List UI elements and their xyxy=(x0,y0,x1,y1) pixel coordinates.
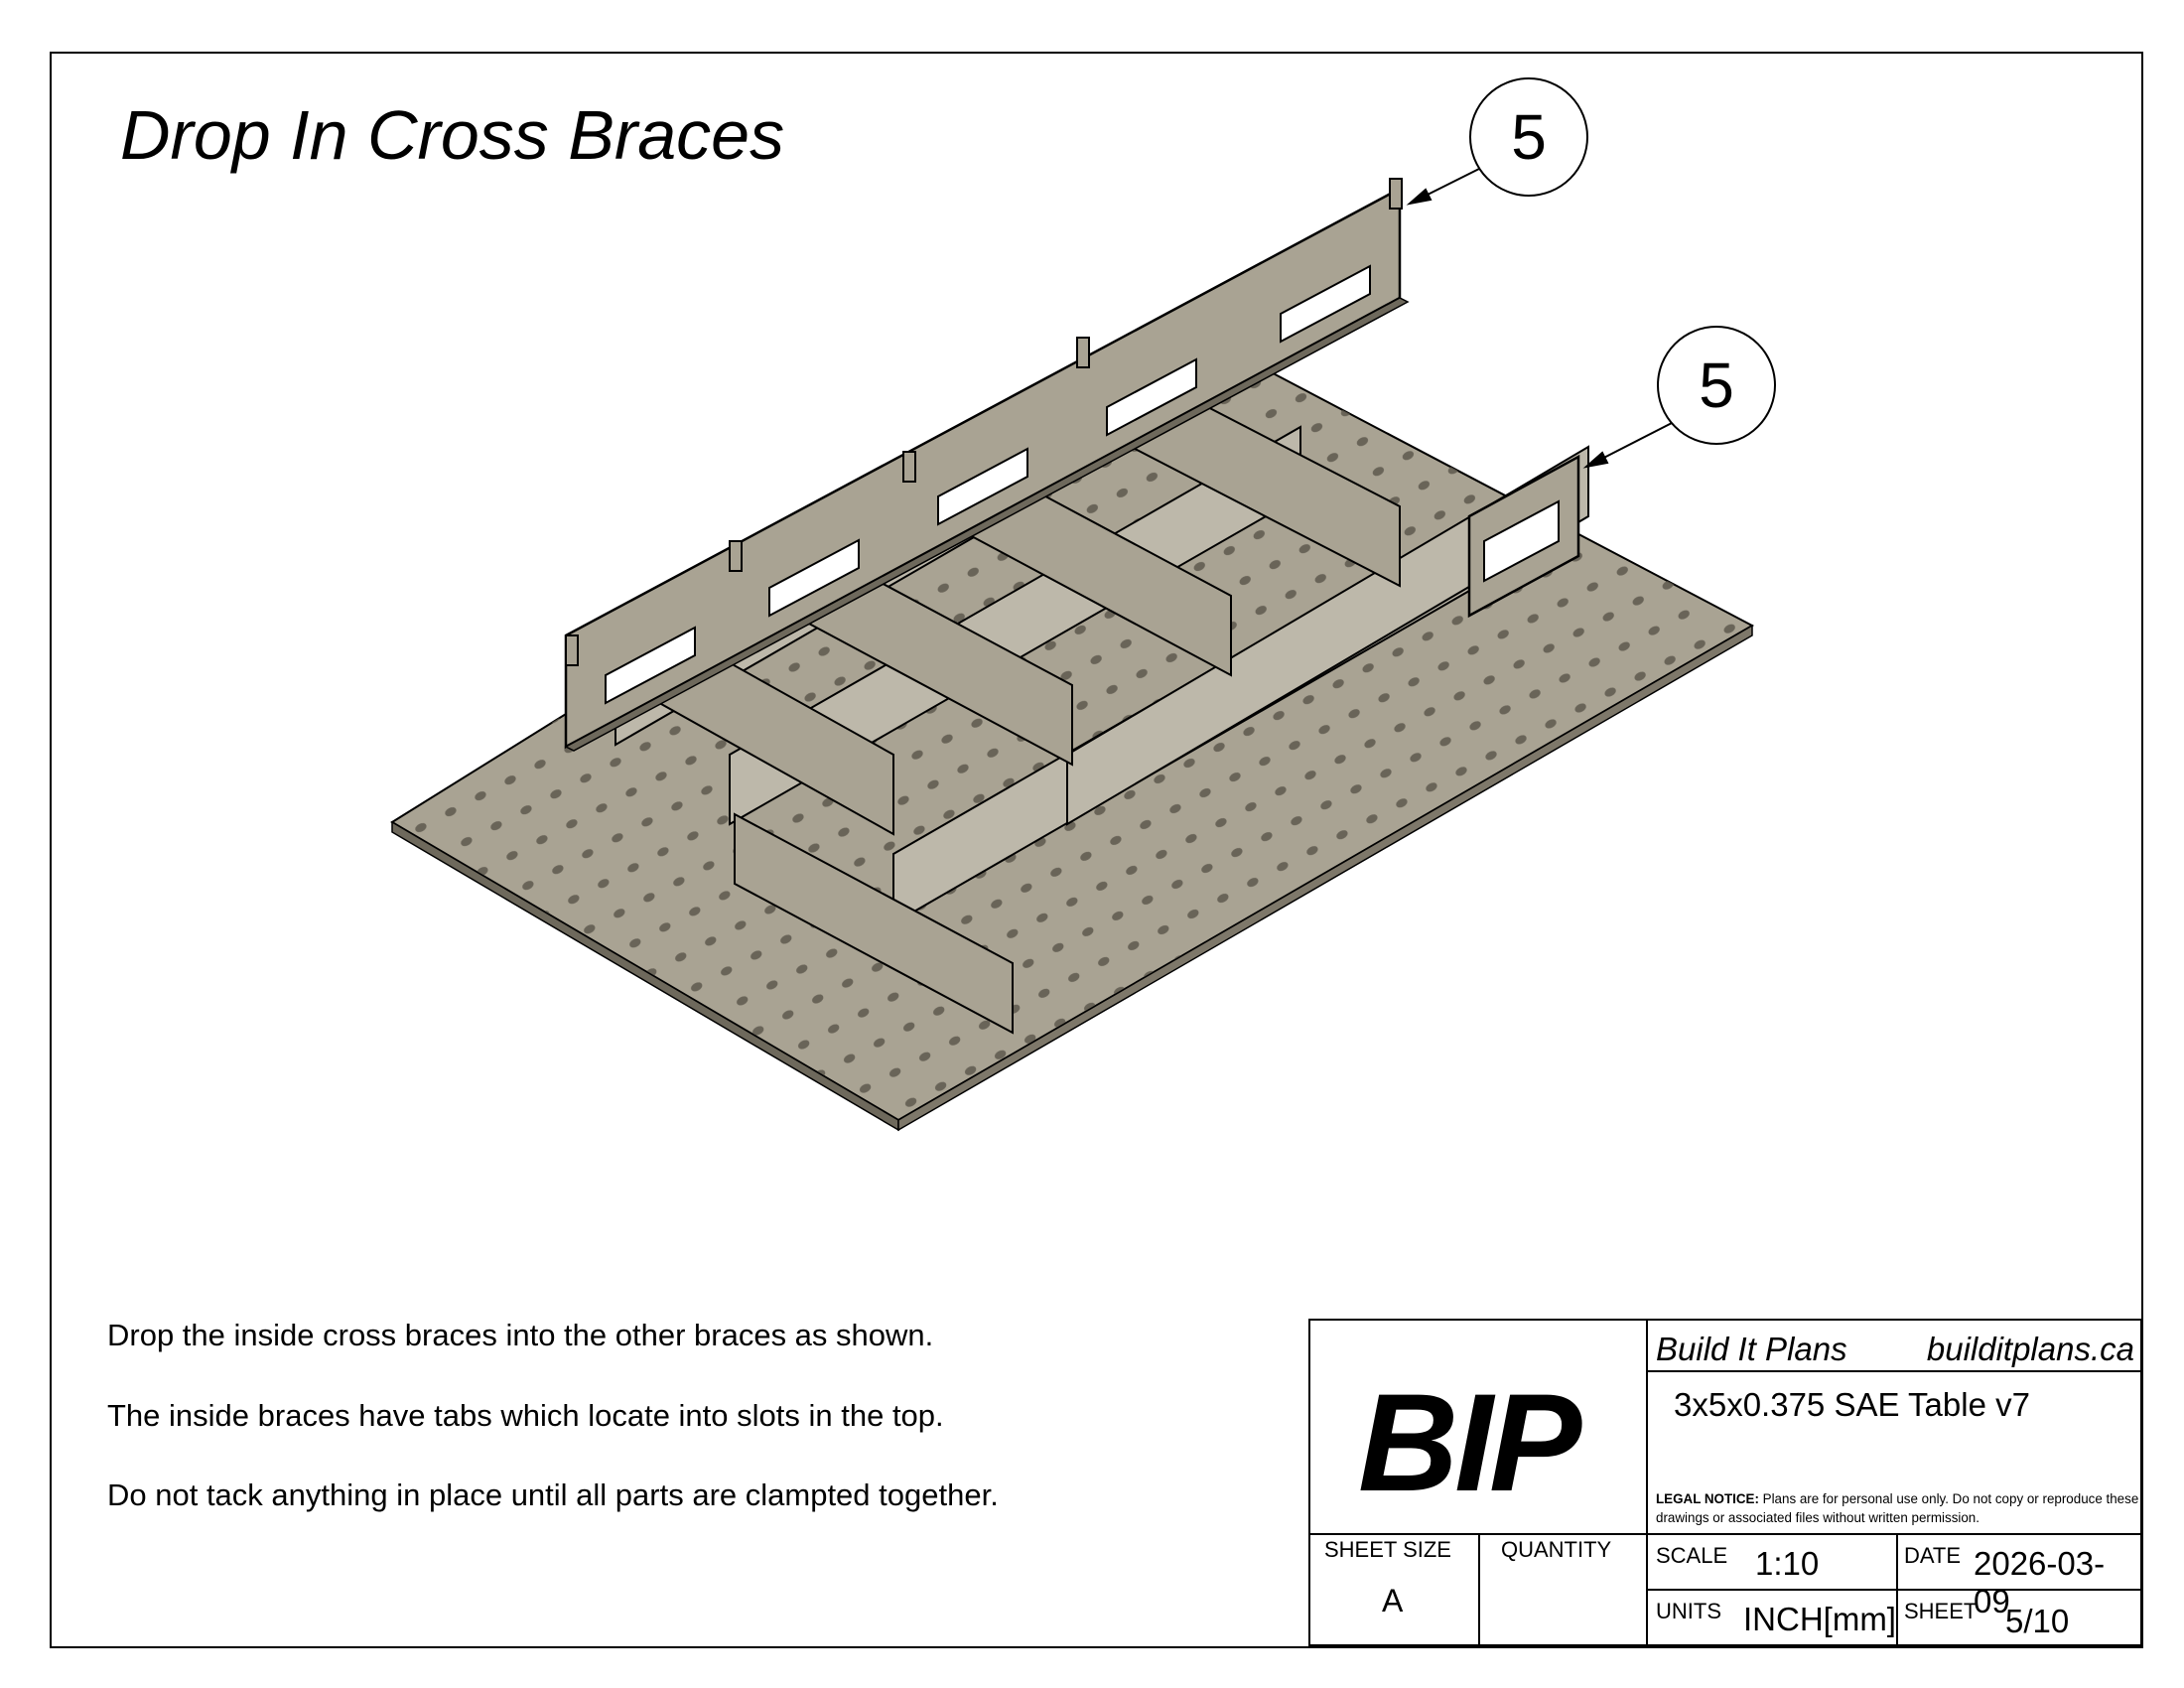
company-website: builditplans.ca xyxy=(1926,1331,2134,1367)
drawing-title: Drop In Cross Braces xyxy=(120,96,785,174)
date-label: DATE xyxy=(1904,1543,1962,1568)
sheet-label: SHEET xyxy=(1904,1599,1978,1623)
drawing-frame xyxy=(50,52,2143,1648)
title-block: BIP Build It Plans builditplans.ca 3x5x0… xyxy=(1308,1319,2142,1646)
quantity-label: QUANTITY xyxy=(1501,1537,1612,1562)
callout-leaders xyxy=(1406,163,1675,469)
scale-value: 1:10 xyxy=(1755,1545,1820,1582)
isometric-assembly-drawing xyxy=(390,163,1755,1132)
instruction-note: The inside braces have tabs which locate… xyxy=(107,1398,944,1433)
legal-notice: LEGAL NOTICE: Plans are for personal use… xyxy=(1656,1489,2142,1527)
legal-notice-text: Plans are for personal use only. Do not … xyxy=(1656,1491,2139,1525)
instruction-note: Do not tack anything in place until all … xyxy=(107,1477,999,1512)
part-callout-top: 5 xyxy=(1469,77,1588,197)
sheet-size-label: SHEET SIZE xyxy=(1324,1537,1451,1562)
scale-label: SCALE xyxy=(1656,1543,1728,1568)
part-callout-right: 5 xyxy=(1657,326,1776,445)
drop-in-cross-brace-right xyxy=(1467,454,1580,619)
drop-in-cross-brace-top xyxy=(564,178,1410,752)
sheet-value: 5/10 xyxy=(2005,1603,2070,1639)
company-name: Build It Plans xyxy=(1656,1331,1847,1367)
product-name: 3x5x0.375 SAE Table v7 xyxy=(1674,1386,2030,1423)
legal-notice-label: LEGAL NOTICE: xyxy=(1656,1491,1759,1506)
instruction-note: Drop the inside cross braces into the ot… xyxy=(107,1318,934,1352)
company-logo: BIP xyxy=(1358,1364,1581,1520)
date-value: 2026-03-09 xyxy=(1974,1545,2106,1619)
units-label: UNITS xyxy=(1656,1599,1721,1623)
sheet-size-value: A xyxy=(1382,1583,1404,1618)
units-value: INCH[mm] xyxy=(1743,1601,1896,1637)
